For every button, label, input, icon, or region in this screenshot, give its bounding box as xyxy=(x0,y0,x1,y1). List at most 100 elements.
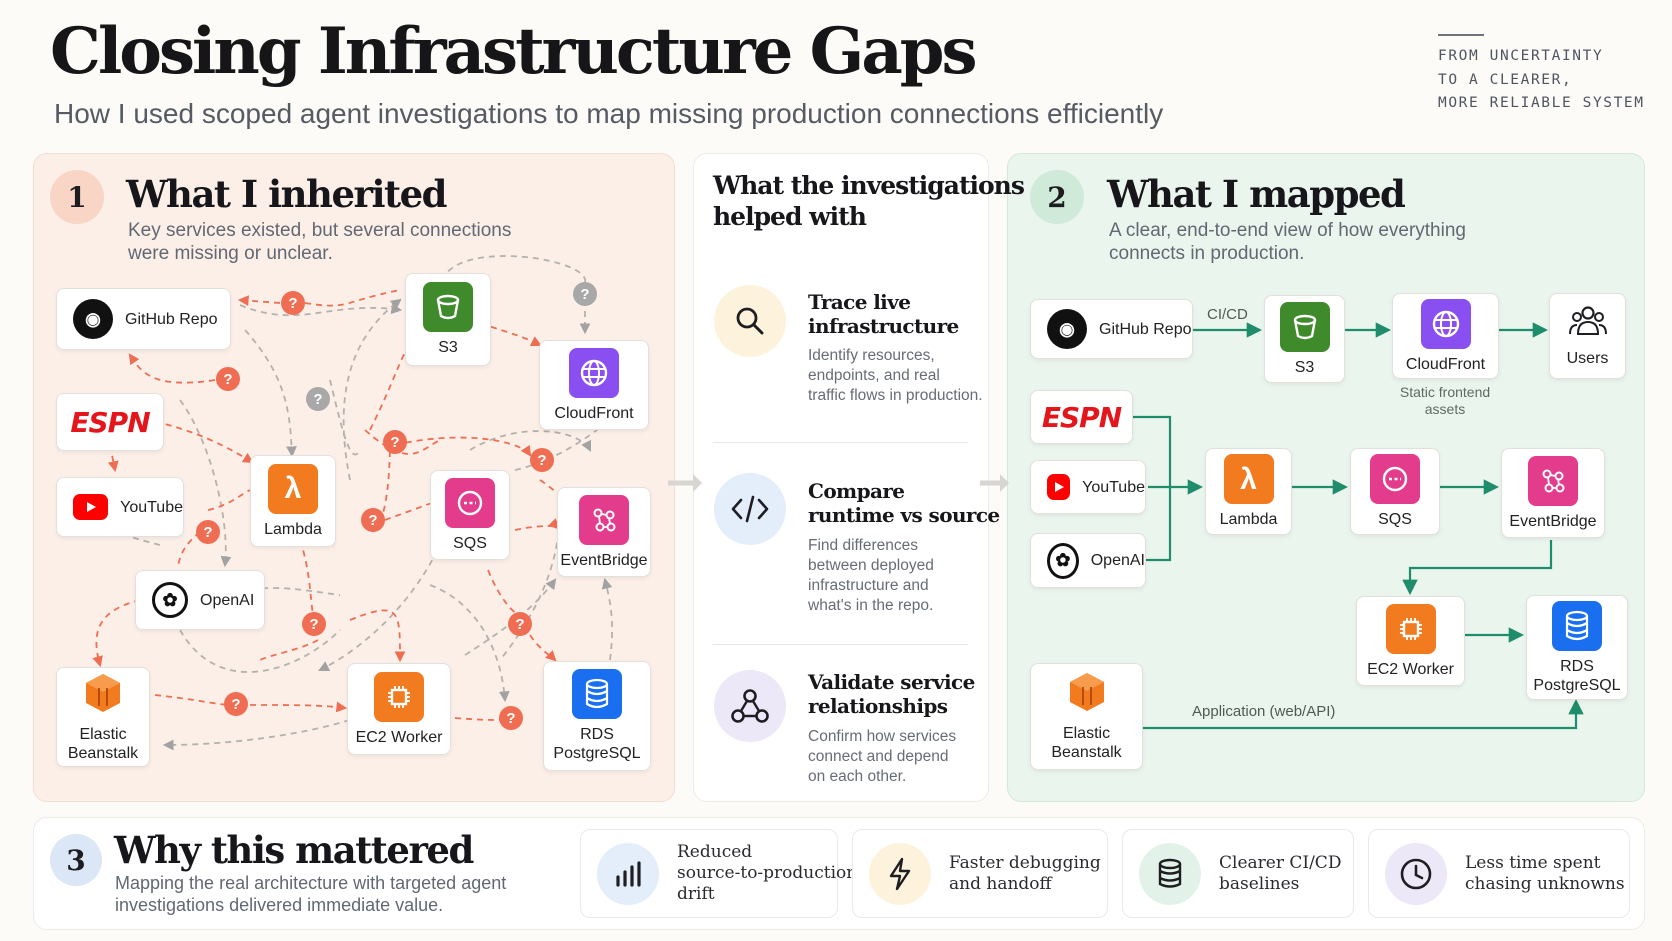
search-icon xyxy=(714,285,786,357)
benefit-text: Faster debugging and handoff xyxy=(949,853,1101,895)
heading-line: infrastructure xyxy=(808,314,959,338)
unknown-connection-marker: ? xyxy=(530,448,554,472)
body-line: Find differences xyxy=(808,537,918,554)
code-icon xyxy=(714,473,786,545)
node-github-repo: ◉ GitHub Repo xyxy=(1030,299,1193,359)
share-nodes-icon xyxy=(714,670,786,742)
description-line: Mapping the real architecture with targe… xyxy=(115,873,507,893)
node-label: EC2 Worker xyxy=(1367,660,1454,678)
body-line: endpoints, and real xyxy=(808,367,940,384)
body-line: traffic flows in production. xyxy=(808,387,983,404)
tagline-line: TO A CLEARER, xyxy=(1438,71,1573,88)
espn-logo: ESPN xyxy=(70,405,150,439)
node-label: Lambda xyxy=(1219,511,1278,528)
database-icon xyxy=(1139,842,1201,905)
node-label: PostgreSQL xyxy=(1533,676,1621,694)
edge-label-application: Application (web/API) xyxy=(1192,703,1336,720)
investigation-body: Identify resources, endpoints, and real … xyxy=(808,346,983,406)
between-panel-arrows xyxy=(668,474,1009,492)
node-label: GitHub Repo xyxy=(1099,320,1192,338)
node-label: SQS xyxy=(1378,511,1412,528)
s3-bucket-icon xyxy=(423,282,473,332)
benefit-card: Reduced source-to-production drift xyxy=(580,829,857,918)
node-label: OpenAI xyxy=(1090,552,1145,569)
clock-icon xyxy=(1385,842,1447,905)
openai-icon: ✿ xyxy=(1047,542,1079,579)
heading-line: relationships xyxy=(808,694,948,718)
benefit-line: Clearer CI/CD xyxy=(1219,852,1342,873)
note-line: Static frontend xyxy=(1399,384,1491,400)
node-sqs: SQS xyxy=(430,470,510,560)
benefit-line: drift xyxy=(677,884,715,904)
bar-chart-icon xyxy=(597,842,659,905)
node-label: EventBridge xyxy=(560,551,648,569)
heading-line: Trace live xyxy=(808,290,911,314)
unknown-connection-marker: ? xyxy=(499,706,523,730)
s3-bucket-icon xyxy=(1279,301,1330,352)
heading-line: Compare xyxy=(808,479,905,503)
node-label: Lambda xyxy=(264,520,322,538)
node-label: CloudFront xyxy=(1405,355,1486,373)
tagline-line: MORE RELIABLE SYSTEM xyxy=(1438,95,1645,111)
node-eventbridge: EventBridge xyxy=(1501,448,1605,538)
node-label: EventBridge xyxy=(1509,512,1597,530)
unknown-connection-marker: ? xyxy=(216,367,240,391)
node-ec2-worker: EC2 Worker xyxy=(1356,596,1465,686)
node-label: GitHub Repo xyxy=(125,310,218,328)
unknown-connection-marker: ? xyxy=(306,387,330,411)
step-number: 1 xyxy=(50,170,104,224)
node-rds-postgresql: RDS PostgreSQL xyxy=(543,661,651,771)
youtube-icon xyxy=(73,494,109,520)
benefit-line: Less time spent xyxy=(1465,852,1601,873)
node-label: Beanstalk xyxy=(1051,744,1122,761)
tagline-divider xyxy=(1438,34,1484,36)
investigation-body: Confirm how services connect and depend … xyxy=(808,727,956,787)
elastic-beanstalk-icon xyxy=(83,672,123,719)
body-line: what's in the repo. xyxy=(808,597,934,614)
title-line: What the investigations xyxy=(713,171,1025,200)
step-number: 3 xyxy=(50,834,102,886)
investigation-body: Find differences between deployed infras… xyxy=(808,536,934,616)
node-eventbridge: EventBridge xyxy=(557,487,651,577)
node-sqs: SQS xyxy=(1350,448,1440,535)
investigation-heading: Trace live infrastructure xyxy=(808,290,959,338)
cloudfront-note: Static frontend assets xyxy=(1388,384,1502,418)
investigation-heading: Compare runtime vs source xyxy=(808,479,1000,527)
unknown-connection-marker: ? xyxy=(361,508,385,532)
cloudfront-globe-icon xyxy=(1420,298,1471,349)
node-elastic-beanstalk: Elastic Beanstalk xyxy=(56,667,150,767)
node-label: PostgreSQL xyxy=(553,745,641,762)
description-line: connects in production. xyxy=(1109,243,1305,264)
node-openai: ✿ OpenAI xyxy=(135,570,265,630)
unknown-connection-marker: ? xyxy=(573,282,597,306)
espn-logo: ESPN xyxy=(1041,400,1122,434)
body-line: Identify resources, xyxy=(808,347,935,364)
node-espn: ESPN xyxy=(56,393,164,451)
node-label: Elastic xyxy=(79,725,127,743)
node-s3: S3 xyxy=(405,273,491,366)
page-subtitle: How I used scoped agent investigations t… xyxy=(54,98,1164,129)
ec2-chip-icon xyxy=(1385,603,1436,654)
lambda-icon: λ xyxy=(268,463,318,514)
tagline: FROM UNCERTAINTY TO A CLEARER, MORE RELI… xyxy=(1438,45,1645,116)
heading-line: runtime vs source xyxy=(808,503,1000,527)
openai-icon: ✿ xyxy=(152,582,188,618)
eventbridge-icon xyxy=(579,494,629,545)
description-line: Key services existed, but several connec… xyxy=(128,220,512,241)
unknown-connection-marker: ? xyxy=(383,430,407,454)
sqs-queue-icon xyxy=(1370,454,1420,504)
node-label: YouTube xyxy=(1082,478,1145,496)
section-title: What I inherited xyxy=(126,172,448,216)
description-line: were missing or unclear. xyxy=(128,243,333,264)
section-title: Why this mattered xyxy=(114,828,474,872)
divider xyxy=(713,644,968,645)
node-users: Users xyxy=(1549,293,1626,379)
heading-line: Validate service xyxy=(808,670,975,694)
youtube-icon xyxy=(1047,474,1071,500)
unknown-connection-marker: ? xyxy=(302,612,326,636)
mapped-connections xyxy=(1133,322,1584,730)
node-label: YouTube xyxy=(120,498,183,516)
elastic-beanstalk-icon xyxy=(1067,671,1107,718)
tagline-line: FROM UNCERTAINTY xyxy=(1438,48,1604,64)
unknown-connection-marker: ? xyxy=(196,520,220,544)
